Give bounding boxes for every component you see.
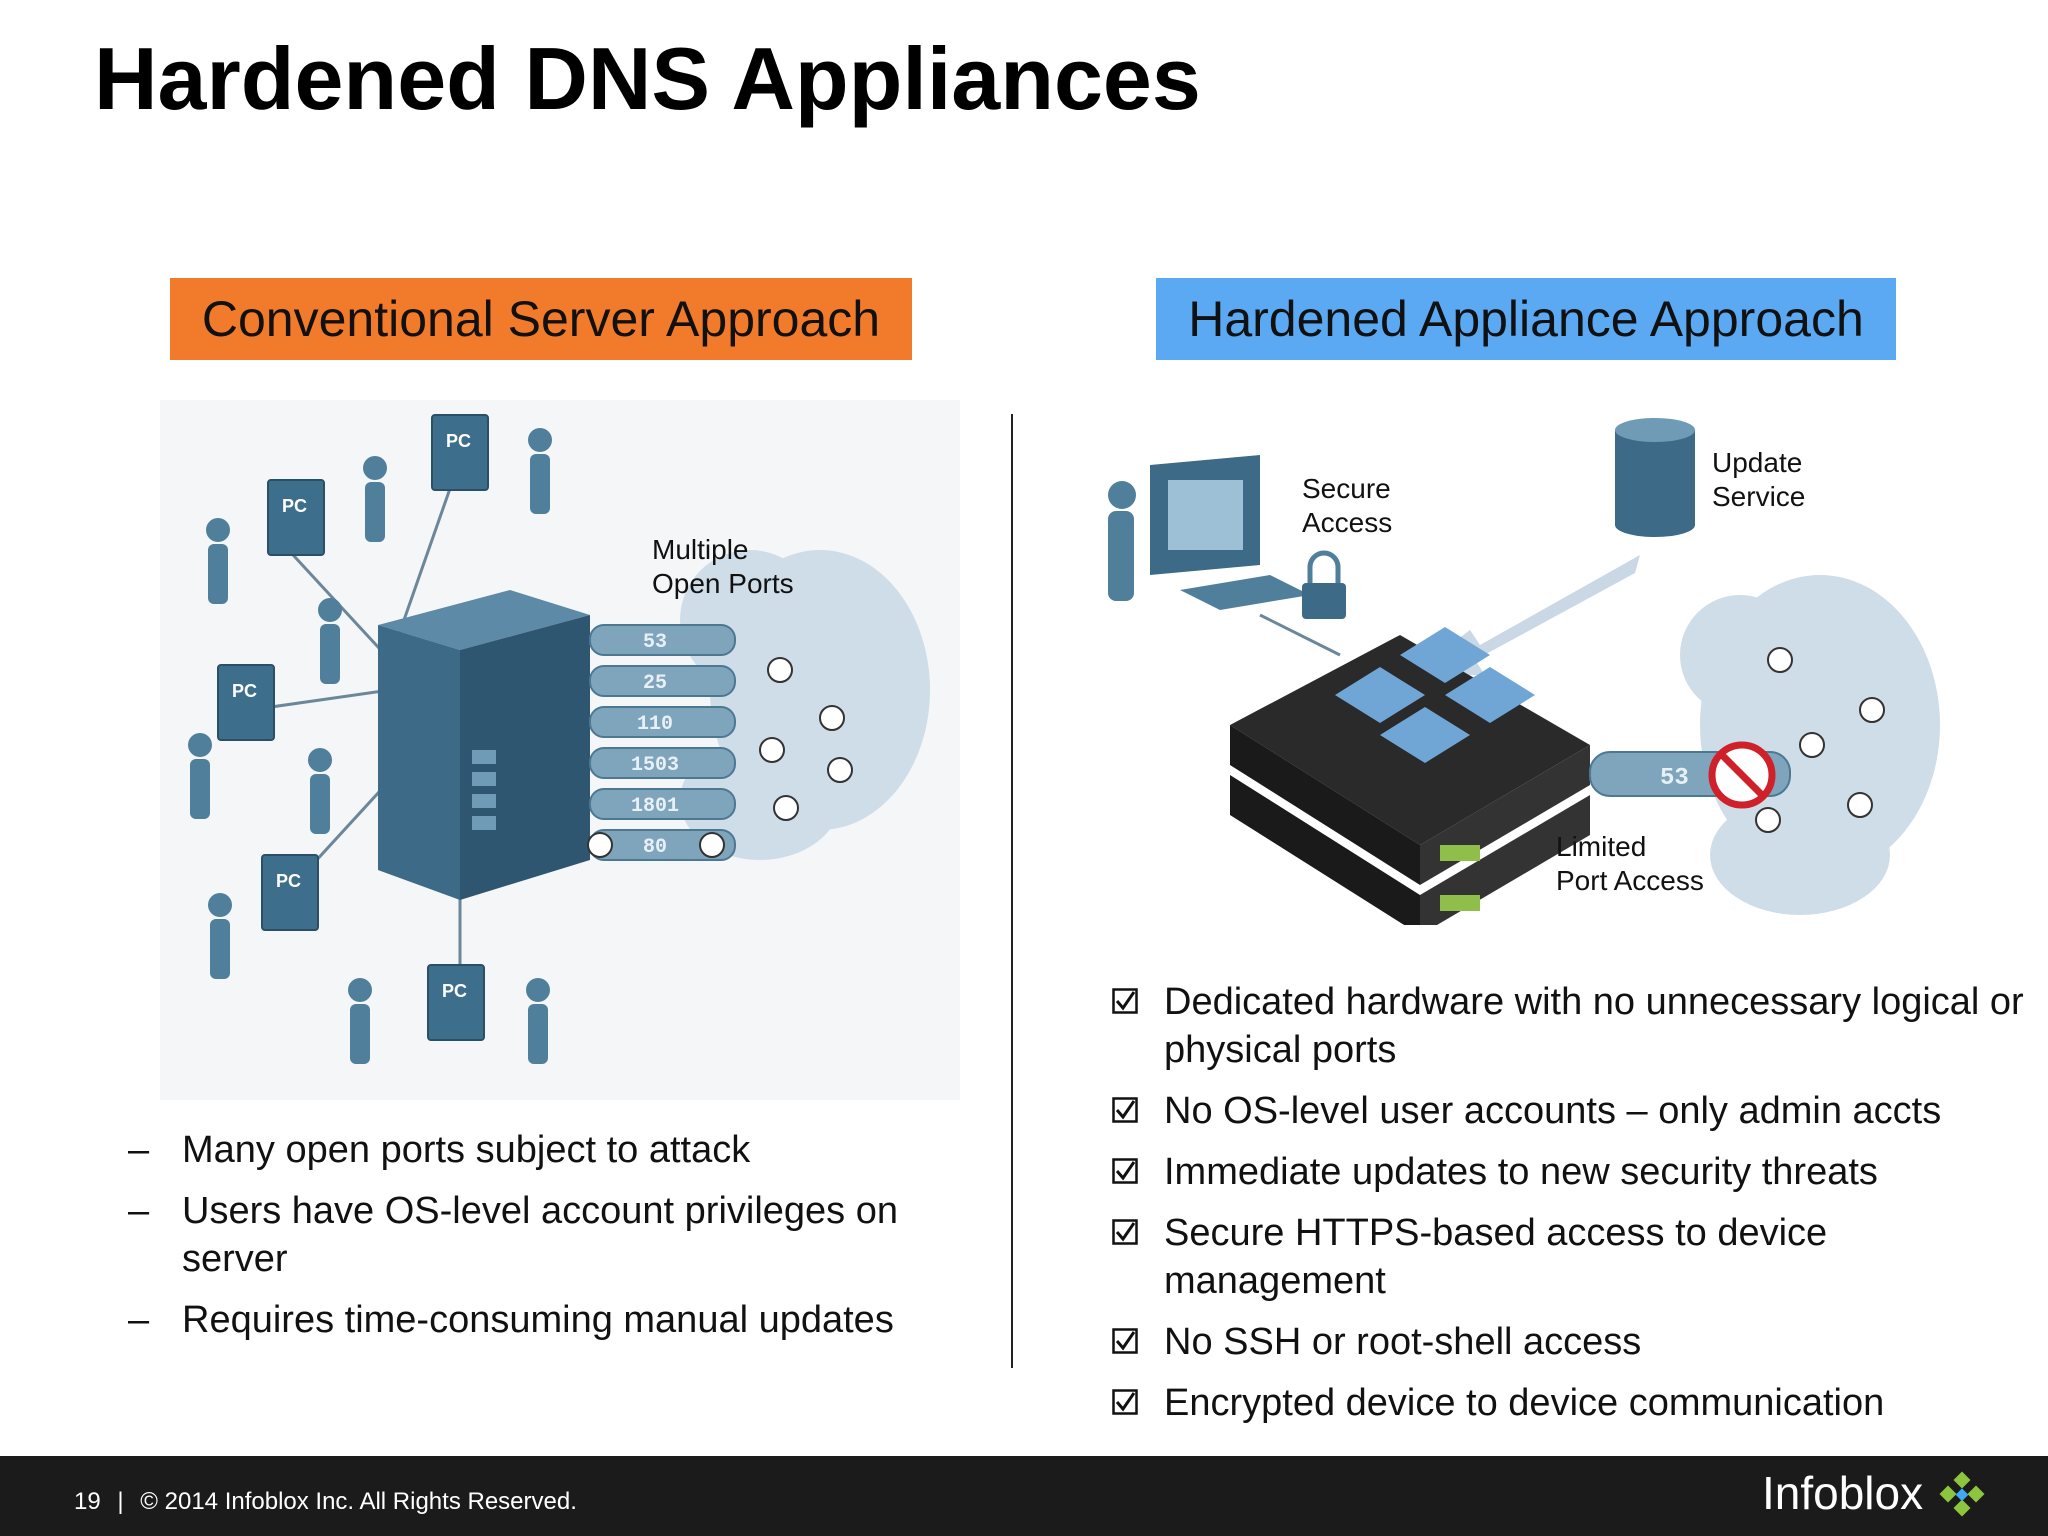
person-icon <box>348 978 372 1064</box>
checklist-item: Dedicated hardware with no unnecessary l… <box>1112 978 2032 1074</box>
port-number: 110 <box>637 713 673 736</box>
infoblox-logo: Infoblox <box>1762 1466 1990 1524</box>
label-line: Access <box>1302 507 1393 538</box>
footer-bar <box>0 1456 2048 1536</box>
skull-icon <box>1859 697 1885 723</box>
pc-icon <box>427 964 485 1041</box>
logo-text: Infoblox <box>1762 1467 1924 1519</box>
person-icon <box>528 428 552 514</box>
checklist-item: Immediate updates to new security threat… <box>1112 1148 2032 1196</box>
open-port-pipes <box>589 624 736 861</box>
slide-title: Hardened DNS Appliances <box>94 29 1201 128</box>
column-divider <box>1011 414 1013 1368</box>
pc-label: PC <box>442 981 467 1001</box>
skull-icon <box>759 737 785 763</box>
pc-label: PC <box>446 431 471 451</box>
port-number: 80 <box>643 836 667 859</box>
label-line: Update <box>1712 447 1803 478</box>
skull-icon <box>1767 647 1793 673</box>
label-line: Service <box>1712 481 1806 512</box>
port-number: 1801 <box>631 795 679 818</box>
threat-skull-icons <box>1755 647 1885 833</box>
port-number: 25 <box>643 672 667 695</box>
pc-icon <box>267 479 325 556</box>
bullet-item: –Users have OS-level account privileges … <box>128 1190 899 1280</box>
checklist-item: Secure HTTPS-based access to device mana… <box>1112 1209 2032 1305</box>
label-line: Secure <box>1302 473 1391 504</box>
person-icon <box>206 518 230 604</box>
infoblox-logo-icon <box>1939 1471 1985 1517</box>
checklist-item: No SSH or root-shell access <box>1112 1318 2032 1366</box>
multiple-open-ports-label: Multiple Open Ports <box>652 533 794 601</box>
hardened-approach-header: Hardened Appliance Approach <box>1156 278 1896 360</box>
person-icon <box>526 978 550 1064</box>
blocked-icon <box>1708 741 1776 809</box>
page-number: 19 <box>74 1488 101 1515</box>
person-icon <box>188 733 212 819</box>
server-tower <box>378 590 590 900</box>
pc-icon <box>217 664 275 741</box>
dns-appliance <box>1230 627 1590 925</box>
callout-line: Open Ports <box>652 568 794 599</box>
conventional-server-diagram: PC PC PC PC PC <box>160 400 960 1100</box>
skull-icon <box>819 705 845 731</box>
skull-icon <box>767 657 793 683</box>
bullet-item: –Requires time-consuming manual updates <box>128 1299 894 1341</box>
pc-icon <box>431 414 489 491</box>
label-line: Port Access <box>1556 865 1704 896</box>
checklist-item: Encrypted device to device communication <box>1112 1379 2032 1427</box>
label-line: Limited <box>1556 831 1647 862</box>
port-number: 53 <box>1660 765 1689 792</box>
port-number: 1503 <box>631 754 679 777</box>
keyboard-icon <box>1180 575 1310 610</box>
admin-workstation <box>1108 455 1346 657</box>
hardened-appliance-diagram: 53 <box>1108 418 1940 925</box>
hardened-checklist: Dedicated hardware with no unnecessary l… <box>1112 978 2032 1440</box>
pc-label: PC <box>276 871 301 891</box>
secure-access-label: Secure Access <box>1302 472 1392 540</box>
person-icon <box>308 748 332 834</box>
skull-icon <box>1755 807 1781 833</box>
skull-icon <box>827 757 853 783</box>
bullet-item: –Many open ports subject to attack <box>128 1129 751 1171</box>
checklist-item: No OS-level user accounts – only admin a… <box>1112 1087 2032 1135</box>
pc-icon <box>261 854 319 931</box>
checkbox-checked-icon <box>1112 1219 1138 1245</box>
pc-label: PC <box>232 681 257 701</box>
skull-icon <box>1799 732 1825 758</box>
person-icon <box>1108 481 1136 601</box>
person-icon <box>363 456 387 542</box>
threat-skull-icons <box>587 657 853 858</box>
checkbox-checked-icon <box>1112 1158 1138 1184</box>
person-icon <box>318 598 342 684</box>
skull-icon <box>773 795 799 821</box>
database-icon <box>1615 418 1695 537</box>
conventional-approach-header: Conventional Server Approach <box>170 278 912 360</box>
copyright-text: © 2014 Infoblox Inc. All Rights Reserved… <box>140 1488 577 1515</box>
limited-port-access-label: Limited Port Access <box>1556 830 1704 898</box>
checkbox-checked-icon <box>1112 1097 1138 1123</box>
skull-icon <box>699 832 725 858</box>
user-icons <box>188 428 552 1064</box>
callout-line: Multiple <box>652 534 749 565</box>
update-service-label: Update Service <box>1712 446 1805 514</box>
footer-separator: | <box>117 1488 124 1515</box>
checkbox-checked-icon <box>1112 1389 1138 1415</box>
conventional-bullet-list: –Many open ports subject to attack –User… <box>128 1126 948 1357</box>
pc-label: PC <box>282 496 307 516</box>
lock-icon <box>1302 550 1346 619</box>
person-icon <box>208 893 232 979</box>
pc-icons <box>217 414 489 1041</box>
footer-copyright: 19 | © 2014 Infoblox Inc. All Rights Res… <box>74 1488 577 1516</box>
skull-icon <box>1847 792 1873 818</box>
skull-icon <box>587 832 613 858</box>
checkbox-checked-icon <box>1112 988 1138 1014</box>
port-number: 53 <box>643 631 667 654</box>
checkbox-checked-icon <box>1112 1328 1138 1354</box>
